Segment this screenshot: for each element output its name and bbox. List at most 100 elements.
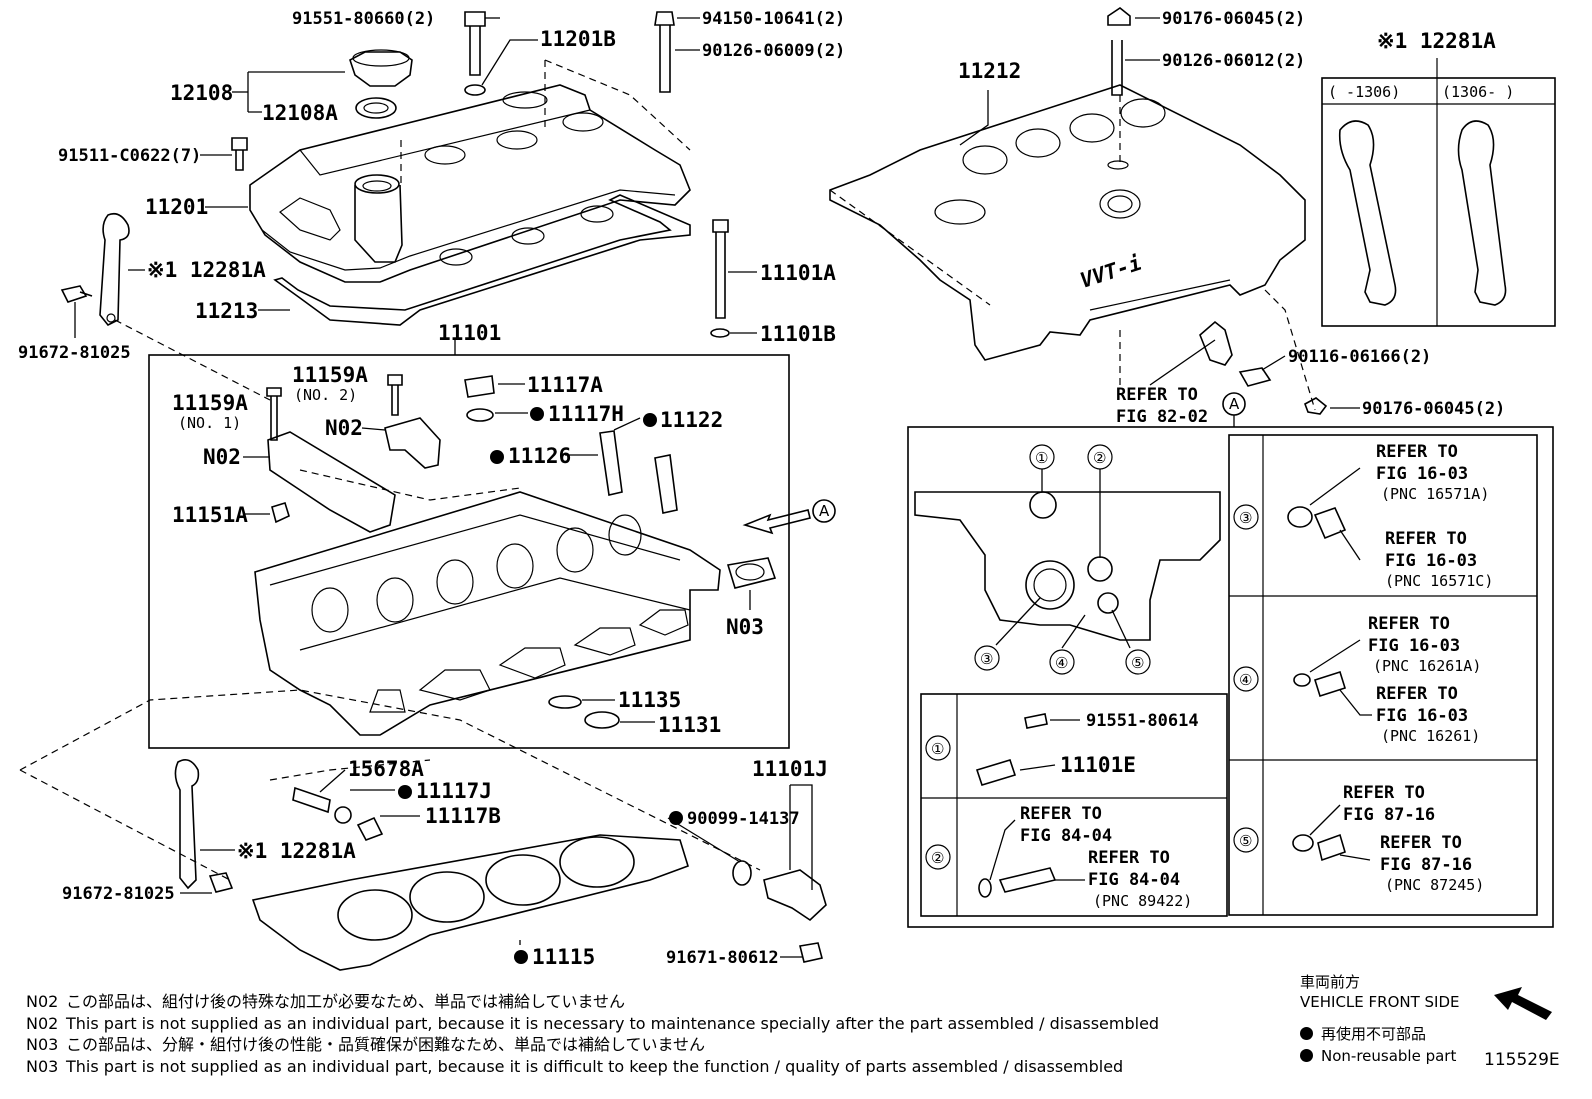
- svg-text:③: ③: [1239, 509, 1252, 527]
- svg-text:②: ②: [1093, 449, 1106, 467]
- svg-text:REFER TO: REFER TO: [1376, 684, 1458, 704]
- bolt-11101A-illustration: [710, 219, 730, 338]
- label-11117J: 11117J: [416, 779, 492, 803]
- label-n03: N03: [726, 615, 764, 639]
- label-11117A: 11117A: [527, 373, 603, 397]
- label-no2-sub: (NO. 2): [294, 386, 357, 404]
- label-refer-to-cover: REFER TO: [1116, 385, 1198, 405]
- label-91671-80612: 91671-80612: [666, 948, 779, 968]
- svg-text:①: ①: [1035, 449, 1048, 467]
- svg-text:⑤: ⑤: [1239, 832, 1252, 850]
- label-variant-title: ※1 12281A: [1377, 29, 1496, 53]
- view-a-detail-labels: 91551-80614 11101E REFER TO FIG 84-04 RE…: [1020, 442, 1493, 910]
- hanger-late-illustration: [1457, 120, 1507, 306]
- variant-box: [1321, 77, 1556, 327]
- small-bolts-bottom-illustration: [292, 786, 827, 963]
- gasket-illustration: [273, 194, 691, 326]
- label-11101A: 11101A: [760, 261, 836, 285]
- dashed-reference-lines: [19, 59, 1316, 881]
- view-a-box: [907, 426, 1554, 928]
- svg-text:(PNC 16261): (PNC 16261): [1381, 727, 1480, 745]
- cover-bracket-illustration: [1107, 7, 1328, 415]
- label-12108: 12108: [170, 81, 233, 105]
- svg-text:②: ②: [931, 849, 944, 867]
- non-reusable-mark: [514, 950, 528, 964]
- bearing-cap-illustration: [266, 374, 441, 533]
- label-94150-10641: 94150-10641(2): [702, 9, 845, 29]
- hanger-early-illustration: [1338, 120, 1397, 306]
- front-label-en: VEHICLE FRONT SIDE: [1300, 993, 1460, 1011]
- svg-text:REFER TO: REFER TO: [1380, 833, 1462, 853]
- label-view-a-box: A: [1229, 395, 1240, 413]
- non-reusable-mark: [398, 785, 412, 799]
- label-11115: 11115: [532, 945, 595, 969]
- label-12281A-top: ※1 12281A: [147, 258, 266, 282]
- label-11212: 11212: [958, 59, 1021, 83]
- svg-text:FIG 87-16: FIG 87-16: [1343, 805, 1435, 825]
- valve-cover-illustration: [249, 84, 691, 283]
- label-11117B: 11117B: [425, 804, 501, 828]
- label-n02-a: N02: [325, 416, 363, 440]
- svg-text:④: ④: [1239, 671, 1252, 689]
- label-11159A-no2: 11159A: [292, 363, 368, 387]
- non-reusable-mark: [643, 413, 657, 427]
- label-11101E: 11101E: [1060, 753, 1136, 777]
- svg-text:REFER TO: REFER TO: [1020, 804, 1102, 824]
- label-11117H: 11117H: [548, 402, 624, 426]
- svg-text:FIG 16-03: FIG 16-03: [1376, 464, 1468, 484]
- label-11135: 11135: [618, 688, 681, 712]
- label-no1-sub: (NO. 1): [178, 414, 241, 432]
- label-90126-06012: 90126-06012(2): [1162, 51, 1305, 71]
- label-12281A-bot: ※1 12281A: [237, 839, 356, 863]
- svg-text:①: ①: [931, 740, 944, 758]
- engine-hanger-top-illustration: [60, 212, 130, 327]
- label-91672-81025-bot: 91672-81025: [62, 884, 175, 904]
- label-90126-06009: 90126-06009(2): [702, 41, 845, 61]
- non-reusable-mark: [490, 450, 504, 464]
- label-11131: 11131: [658, 713, 721, 737]
- view-arrow-a: [742, 509, 811, 535]
- figure-number: 115529E: [1484, 1050, 1560, 1070]
- svg-text:FIG 87-16: FIG 87-16: [1380, 855, 1472, 875]
- svg-text:REFER TO: REFER TO: [1368, 614, 1450, 634]
- svg-text:FIG 84-04: FIG 84-04: [1088, 870, 1180, 890]
- label-91511-C0622: 91511-C0622(7): [58, 146, 201, 166]
- label-90176-06045-top: 90176-06045(2): [1162, 9, 1305, 29]
- head-gasket-illustration: [251, 834, 689, 971]
- legend: 車両前方 VEHICLE FRONT SIDE 再使用不可部品 Non-reus…: [1300, 972, 1460, 1066]
- label-fig-82-02: FIG 82-02: [1116, 407, 1208, 427]
- plugs-guides-illustration: [464, 375, 777, 729]
- front-label-jp: 車両前方: [1300, 973, 1361, 991]
- label-91672-81025-top: 91672-81025: [18, 343, 131, 363]
- non-reusable-mark: [530, 407, 544, 421]
- svg-text:FIG 16-03: FIG 16-03: [1368, 636, 1460, 656]
- label-90099-14137: 90099-14137: [687, 809, 800, 829]
- leader-lines: [74, 17, 1372, 958]
- svg-text:REFER TO: REFER TO: [1343, 783, 1425, 803]
- svg-text:REFER TO: REFER TO: [1385, 529, 1467, 549]
- view-a-head-illustration: [914, 491, 1221, 641]
- nonreuse-en-row: Non-reusable part: [1300, 1046, 1460, 1066]
- svg-text:③: ③: [980, 650, 993, 668]
- svg-text:FIG 16-03: FIG 16-03: [1385, 551, 1477, 571]
- label-11151A: 11151A: [172, 503, 248, 527]
- label-90116-06166: 90116-06166(2): [1288, 347, 1431, 367]
- svg-text:FIG 84-04: FIG 84-04: [1020, 826, 1112, 846]
- label-view-a: A: [819, 502, 830, 520]
- svg-text:(PNC 16571C): (PNC 16571C): [1385, 572, 1493, 590]
- label-11126: 11126: [508, 444, 571, 468]
- svg-text:(PNC 87245): (PNC 87245): [1385, 876, 1484, 894]
- label-90176-06045-bot: 90176-06045(2): [1362, 399, 1505, 419]
- cylinder-head-frame: [148, 354, 790, 749]
- label-variant-right: (1306- ): [1442, 83, 1514, 101]
- label-11101B: 11101B: [760, 322, 836, 346]
- part-labels: 91551-80660(2) 11201B 94150-10641(2) 901…: [18, 9, 1514, 969]
- svg-text:④: ④: [1055, 654, 1068, 672]
- label-11201B: 11201B: [540, 27, 616, 51]
